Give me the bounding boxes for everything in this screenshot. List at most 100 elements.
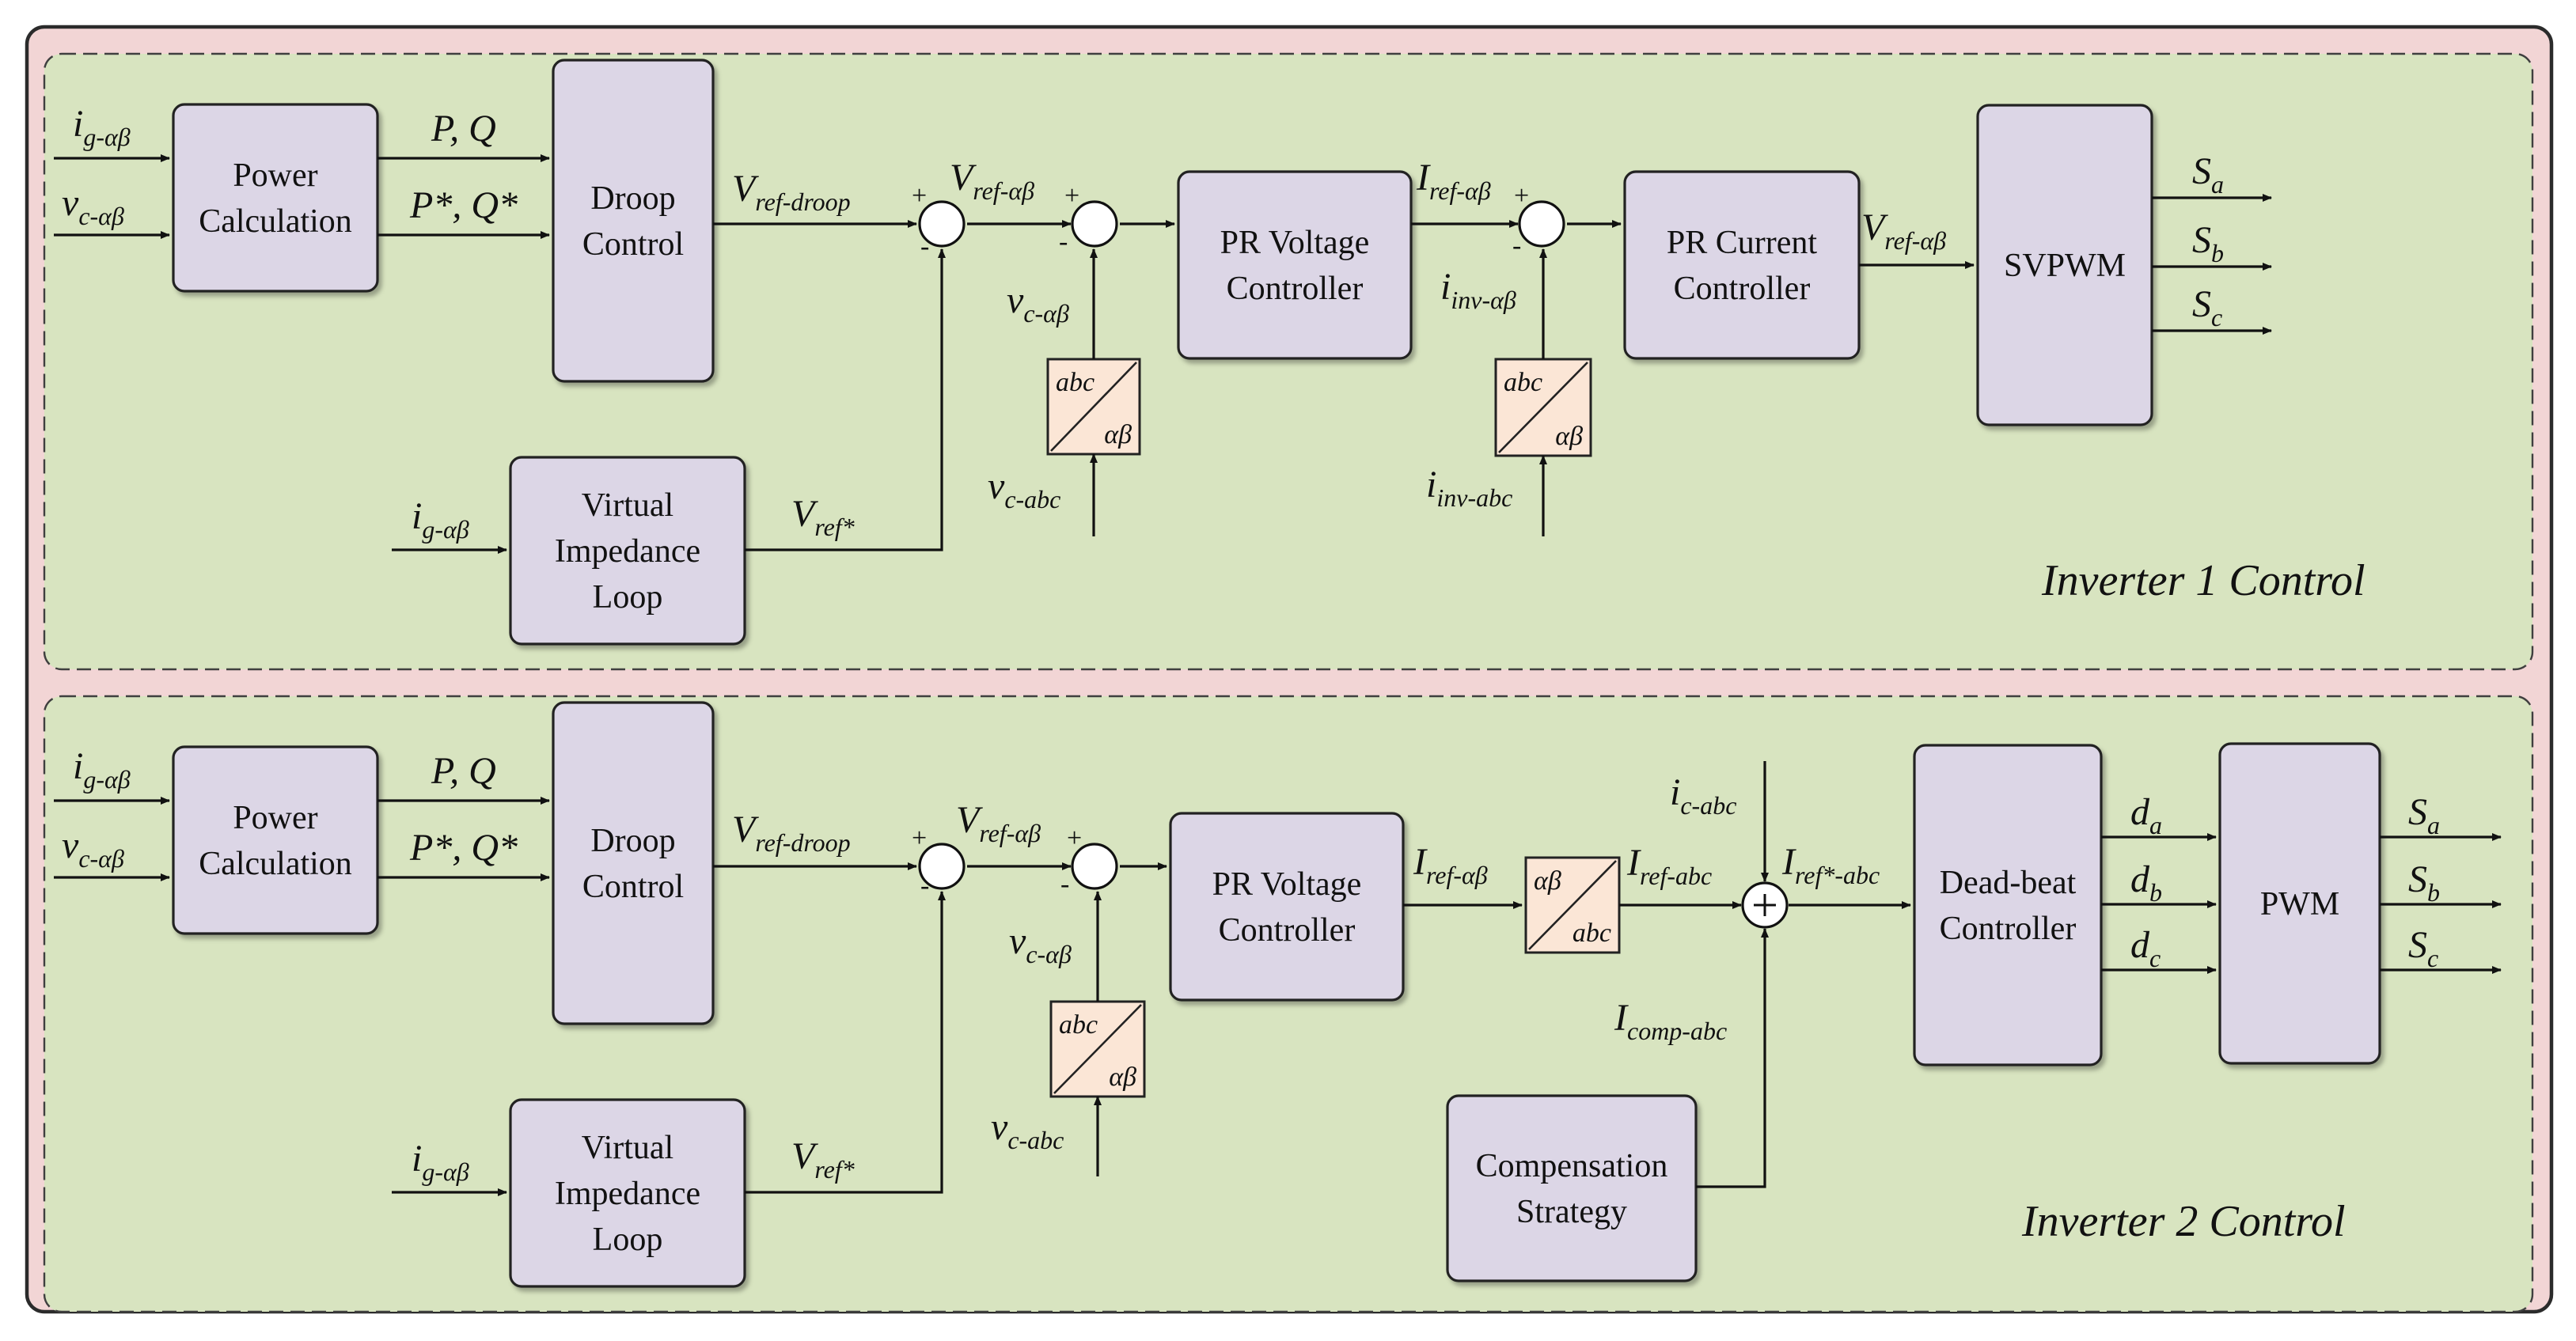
inverter2-virtual-impedance-block-label: Impedance	[555, 1176, 700, 1212]
inverter2-i-ref-abc-label-subscript: ref-abc	[1640, 862, 1712, 890]
inverter2-sum-2	[1071, 843, 1118, 890]
inverter2-vc-ab-label: vc-αβ	[1009, 920, 1072, 968]
inverter2-i-comp-abc-label-subscript: comp-abc	[1627, 1017, 1727, 1045]
inverter2-deadbeat-block-box	[1913, 744, 2103, 1066]
inverter1-i-inv-ab-label-subscript: inv-αβ	[1451, 286, 1516, 314]
inverter2-pr-voltage-block-box	[1169, 812, 1405, 1002]
inverter1-power-calculation-block-box	[172, 103, 379, 293]
inverter2-sum-1	[918, 843, 966, 890]
inverter2-sum-3-plus	[1754, 894, 1776, 916]
inverter1-output-label-2-subscript: c	[2211, 303, 2222, 331]
inverter1-vc-input-label: vc-αβ	[62, 182, 124, 230]
inverter1-v-ref-droop-label: Vref-droop	[732, 168, 851, 216]
inverter1-sum-1	[918, 200, 966, 248]
inverter2-ig-input-label-main: i	[73, 745, 83, 787]
inverter2-pq-ref-label-main: P*, Q*	[409, 827, 518, 869]
inverter2-i-c-abc-label-subscript: c-abc	[1680, 791, 1736, 820]
inverter1-v-ref-ab-out-label: Vref-αβ	[1861, 206, 1946, 255]
inverter1-power-calculation-block-label: Calculation	[199, 203, 352, 240]
inverter2-abc-ab-transform-diagonal	[1053, 1004, 1142, 1094]
inverter2-vc-ab-label-subscript: c-αβ	[1026, 940, 1072, 968]
inverter1-pq-label-main: P, Q	[431, 108, 496, 150]
inverter2-output-label-0-subscript: a	[2427, 811, 2440, 839]
inverter2-title: Inverter 2 Control	[2021, 1197, 2346, 1246]
inverter1-i-inv-ab-label-main: i	[1440, 266, 1451, 308]
inverter2-duty-label-1-subscript: b	[2149, 878, 2162, 907]
inverter2-v-ref-star-label-main: V	[791, 1135, 818, 1177]
inverter2-i-c-abc-label-main: i	[1670, 771, 1680, 813]
inverter1-ig-input-label-subscript: g-αβ	[83, 123, 130, 151]
inverter1-pr-voltage-block-label: Controller	[1227, 271, 1364, 307]
inverter2-duty-label-0: da	[2130, 791, 2162, 839]
inverter1-i-ref-ab-label: Iref-αβ	[1416, 157, 1491, 205]
inverter2-vc-ab-label-main: v	[1009, 920, 1026, 962]
inverter2-pq-label-main: P, Q	[431, 750, 496, 792]
inverter1-vc-ab-label: vc-αβ	[1007, 279, 1069, 328]
inverter1-v-ref-star-label: Vref*	[791, 493, 855, 541]
inverter2-abc-ab-transform-bottom-label: αβ	[1109, 1063, 1136, 1092]
inverter1-sign-2-plus: +	[1064, 181, 1079, 210]
inverter1-sign-1-plus: +	[912, 181, 927, 210]
inverter1-pr-current-block-label: Controller	[1674, 271, 1811, 307]
inverter2-abc-ab-transform-top-label: abc	[1059, 1010, 1098, 1040]
inverter2-v-ref-star-arrow	[745, 891, 946, 1194]
inverter1-v-ref-ab-label: Vref-αβ	[950, 157, 1034, 205]
inverter2-v-ref-droop-label: Vref-droop	[732, 809, 851, 857]
inverter2-pwm-block: PWM	[2218, 742, 2381, 1065]
inverter1-sign-3-plus: +	[1514, 181, 1529, 210]
inverter2-i-comp-abc-label: Icomp-abc	[1614, 997, 1727, 1045]
inverter1-abc-ab-transform-1-bottom-label: αβ	[1104, 420, 1132, 449]
inverter2-duty-label-1-main: d	[2130, 858, 2150, 900]
inverter1-output-label-0-main: S	[2192, 150, 2211, 192]
inverter2-vc-abc-label-main: v	[991, 1106, 1008, 1148]
inverter1-droop-control-block-label: Droop	[590, 180, 675, 217]
inverter2-compensation-block-box	[1446, 1094, 1698, 1282]
inverter1-vi-input-label-main: i	[412, 495, 422, 537]
inverter2-v-ref-ab-label-main: V	[956, 799, 983, 841]
inverter2-output-label-2: Sc	[2408, 924, 2438, 972]
inverter2-sign-2-plus: +	[1067, 824, 1082, 853]
inverter2-output-label-2-main: S	[2408, 924, 2427, 966]
inverter2-compensation-block-label: Compensation	[1476, 1148, 1668, 1184]
inverter2-output-label-1: Sb	[2408, 858, 2440, 907]
inverter2-i-ref-abc-label: Iref-abc	[1626, 842, 1712, 890]
inverter2-i-ref-star-abc-label-subscript: ref*-abc	[1795, 861, 1880, 889]
inverter2-output-label-2-subscript: c	[2427, 944, 2438, 972]
inverter1-sign-1-minus: -	[920, 232, 929, 261]
inverter2-deadbeat-block-label: Controller	[1940, 911, 2077, 947]
inverter1-virtual-impedance-block-label: Virtual	[582, 487, 673, 524]
inverter1-droop-control-block-label: Control	[582, 226, 684, 263]
inverter2-vc-input-label-subscript: c-αβ	[78, 844, 124, 873]
inverter2-output-label-1-main: S	[2408, 858, 2427, 900]
inverter2-i-c-abc-label: ic-abc	[1670, 771, 1736, 820]
inverter2-virtual-impedance-block-label: Loop	[593, 1222, 663, 1258]
inverter1-title: Inverter 1 Control	[2041, 556, 2365, 605]
inverter1-svpwm-block: SVPWM	[1976, 104, 2153, 426]
inverter1-svpwm-block-box	[1976, 104, 2153, 426]
inverter1-pq-ref-label-main: P*, Q*	[409, 184, 518, 226]
inverter2-deadbeat-block-label: Dead-beat	[1940, 865, 2077, 901]
inverter2-duty-label-1: db	[2130, 858, 2162, 907]
inverter1-vc-ab-label-main: v	[1007, 279, 1024, 321]
inverter1-pr-voltage-block-box	[1177, 170, 1413, 360]
inverter1-i-inv-abc-label-subscript: inv-abc	[1436, 483, 1512, 512]
inverter1-output-label-0: Sa	[2192, 150, 2224, 199]
inverter1-vi-input-label: ig-αβ	[412, 495, 469, 544]
inverter1-vi-input-label-subscript: g-αβ	[422, 515, 469, 544]
inverter1-v-ref-star-label-subscript: ref*	[814, 513, 854, 541]
inverter1-pr-current-block-label: PR Current	[1667, 225, 1818, 261]
inverter2-pq-label: P, Q	[431, 750, 496, 792]
inverter1-vc-input-label-subscript: c-αβ	[78, 202, 124, 230]
inverter2-vi-input-label-main: i	[412, 1138, 422, 1180]
inverter2-i-comp-abc-label-main: I	[1614, 997, 1629, 1039]
inverter1-v-ref-star-arrow	[745, 248, 946, 551]
inverter1-v-ref-droop-label-main: V	[732, 168, 759, 210]
inverter2-pr-voltage-block-label: PR Voltage	[1212, 866, 1362, 903]
